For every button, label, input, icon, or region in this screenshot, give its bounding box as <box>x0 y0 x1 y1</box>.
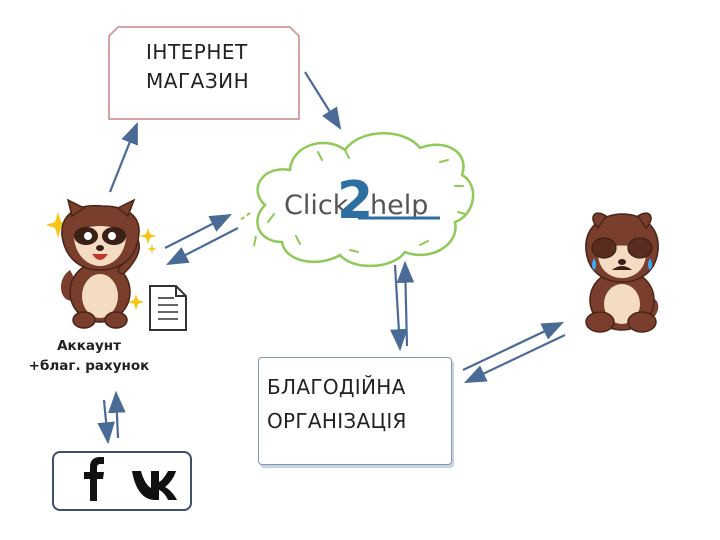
arrow-charity-to-cloud <box>396 260 415 347</box>
click2help-logo: Click 2 help <box>284 171 440 231</box>
document-icon <box>149 285 187 331</box>
logo-mark-2: 2 <box>337 171 373 231</box>
arrows <box>97 71 566 445</box>
arrow-account-to-shop <box>108 121 139 193</box>
charity-label-line2: ОРГАНІЗАЦІЯ <box>267 409 407 433</box>
happy-raccoon-icon <box>46 198 157 329</box>
arrow-account-to-social <box>97 399 115 445</box>
shop-label: ІНТЕРНЕТ МАГАЗИН <box>146 38 249 96</box>
arrow-cloud-to-charity <box>390 264 408 352</box>
arrow-shop-to-cloud <box>304 71 342 130</box>
logo-help-text: help <box>370 190 428 221</box>
account-label-line2: +благ. рахунок <box>28 358 150 374</box>
charity-label: БЛАГОДІЙНА ОРГАНІЗАЦІЯ <box>267 370 407 438</box>
logo-click-text: Click <box>284 190 349 221</box>
account-label: Аккаунт +благ. рахунок <box>14 336 164 376</box>
shop-label-line2: МАГАЗИН <box>146 69 250 93</box>
arrow-account-to-cloud <box>164 214 232 249</box>
vk-icon <box>132 471 177 500</box>
shop-box-frame <box>108 26 300 120</box>
internet-shop-node: ІНТЕРНЕТ МАГАЗИН <box>108 26 300 120</box>
facebook-icon <box>84 457 104 501</box>
shop-label-line1: ІНТЕРНЕТ <box>146 40 248 64</box>
account-label-line1: Аккаунт <box>57 338 121 354</box>
crying-raccoon-icon <box>585 212 659 333</box>
arrow-social-to-account <box>108 390 126 439</box>
social-networks-node <box>52 451 192 511</box>
charity-node: БЛАГОДІЙНА ОРГАНІЗАЦІЯ <box>258 357 452 465</box>
arrow-recipient-to-charity <box>464 334 566 383</box>
arrow-cloud-to-account <box>166 227 239 266</box>
social-icons <box>84 457 177 501</box>
charity-label-line1: БЛАГОДІЙНА <box>267 375 406 399</box>
arrow-charity-to-recipient <box>462 322 564 371</box>
cloud-icon <box>239 132 475 268</box>
